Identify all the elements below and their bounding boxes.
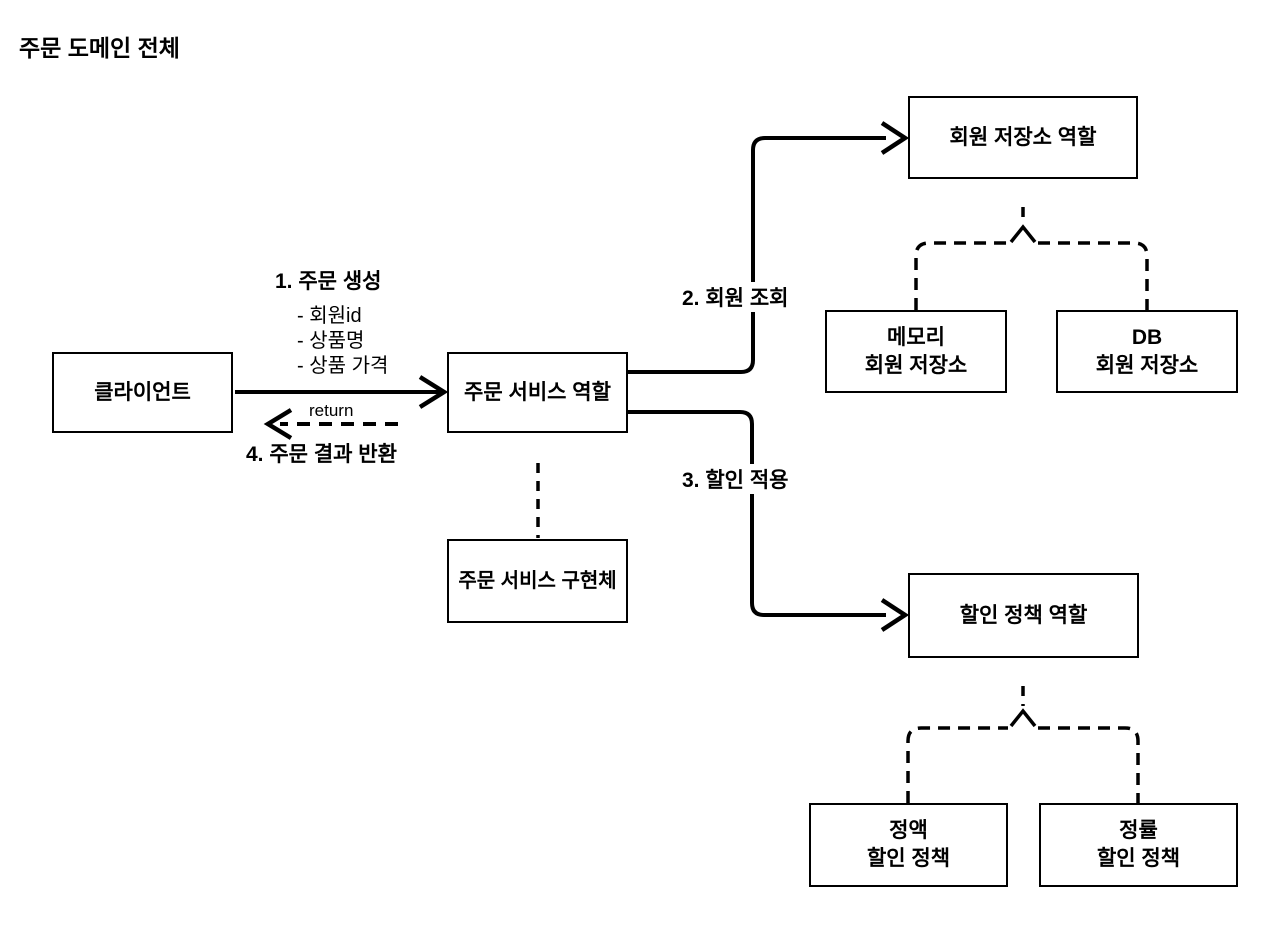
box-rate-discount-policy: 정률 할인 정책 [1039, 803, 1238, 887]
realization-triangle-discount-policy [1007, 657, 1039, 684]
box-client: 클라이언트 [52, 352, 233, 433]
box-db-member-repo-line2: 회원 저장소 [1095, 353, 1199, 377]
arrow-order-create-head [418, 375, 449, 409]
arrow-return-head [263, 408, 293, 440]
page-title: 주문 도메인 전체 [19, 35, 180, 61]
realization-caret-discount-policy [1009, 708, 1037, 728]
box-order-service-impl-label: 주문 서비스 구현체 [458, 569, 617, 592]
message-order-result: 4. 주문 결과 반환 [246, 443, 397, 466]
box-db-member-repo: DB 회원 저장소 [1056, 310, 1238, 393]
box-memory-member-repo: 메모리 회원 저장소 [825, 310, 1007, 393]
realization-caret-member-repo [1009, 224, 1037, 244]
message-order-create-params: - 회원id - 상품명 - 상품 가격 [275, 304, 388, 379]
param-product-name: - 상품명 [297, 330, 365, 352]
box-fixed-discount-policy-line1: 정액 [889, 819, 928, 843]
param-member-id: - 회원id [297, 305, 362, 327]
message-member-lookup: 2. 회원 조회 [678, 282, 793, 312]
box-member-repo-role-label: 회원 저장소 역할 [949, 125, 1097, 149]
realization-dash-member-repo-right [1038, 241, 1149, 310]
realization-triangle-member-repo [1007, 178, 1039, 205]
arrow-member-lookup-head [880, 121, 910, 155]
box-rate-discount-policy-line2: 할인 정책 [1096, 847, 1181, 870]
box-member-repo-role: 회원 저장소 역할 [908, 96, 1138, 179]
realization-dash-member-repo-left [914, 241, 1008, 310]
param-product-price: - 상품 가격 [297, 355, 389, 377]
box-rate-discount-policy-line1: 정률 [1119, 819, 1158, 843]
arrow-discount-apply-line [628, 410, 886, 617]
box-memory-member-repo-line1: 메모리 [887, 325, 945, 349]
box-client-label: 클라이언트 [94, 380, 191, 404]
realization-dash-discount-policy-left [906, 726, 1008, 803]
realization-triangle-order-service [522, 434, 554, 461]
box-memory-member-repo-line2: 회원 저장소 [864, 353, 968, 377]
arrow-member-lookup-line [628, 136, 886, 374]
message-discount-apply: 3. 할인 적용 [678, 464, 793, 494]
arrow-discount-apply-head [880, 598, 910, 632]
box-db-member-repo-line1: DB [1131, 325, 1163, 349]
box-fixed-discount-policy-line2: 할인 정책 [866, 847, 951, 870]
box-discount-policy-role-label: 할인 정책 역할 [959, 603, 1088, 627]
message-order-create: 1. 주문 생성 - 회원id - 상품명 - 상품 가격 [275, 265, 388, 379]
box-order-service-impl: 주문 서비스 구현체 [447, 539, 628, 623]
box-discount-policy-role: 할인 정책 역할 [908, 573, 1139, 658]
realization-dash-discount-policy-right [1038, 726, 1140, 803]
box-order-service-role: 주문 서비스 역할 [447, 352, 628, 433]
message-return-label: return [309, 401, 354, 420]
message-order-create-label: 1. 주문 생성 [275, 270, 382, 293]
box-order-service-role-label: 주문 서비스 역할 [464, 380, 611, 404]
box-fixed-discount-policy: 정액 할인 정책 [809, 803, 1008, 887]
